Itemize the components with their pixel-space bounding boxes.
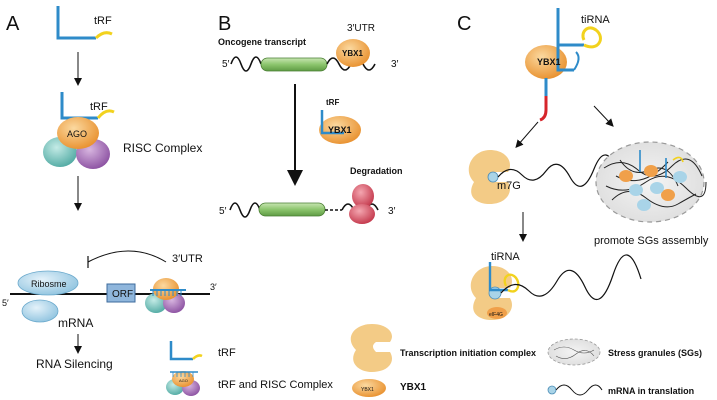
degradation-complex-bottom (349, 204, 375, 224)
legend-sg-icon (547, 338, 601, 366)
panel-a-letter: A (6, 13, 20, 35)
ribosome-label: Ribosme (31, 279, 67, 289)
legend: tRF AGO tRF and RISC Complex Transcripti… (166, 324, 702, 397)
three-prime-b-top: 3′ (391, 59, 399, 70)
wave-5-bot (229, 202, 261, 218)
legend-mrna-label: mRNA in translation (608, 386, 694, 396)
ybx1-trf-icon (319, 116, 361, 144)
promote-sgs-label: promote SGs assembly (594, 235, 709, 247)
legend-sg-label: Stress granules (SGs) (608, 348, 702, 358)
ribosome-icon (17, 270, 79, 323)
m7g-label: m7G (497, 180, 521, 192)
mrna-c-bot (500, 254, 642, 300)
legend-tic-label: Transcription initiation complex (400, 348, 536, 358)
arrow-c1 (515, 121, 539, 149)
five-prime-b-bot: 5′ (219, 206, 227, 217)
degradation-complex-top (352, 184, 374, 208)
panel-a: A tRF tRF AGO RISC Complex 3′UTR 5′ 3′ (2, 6, 217, 371)
degradation-label: Degradation (350, 166, 403, 176)
five-prime-b-top: 5′ (222, 59, 230, 70)
ago-icon (57, 117, 99, 149)
risc-on-mrna-icon (145, 278, 186, 313)
trf-label-mid: tRF (90, 101, 108, 113)
ybx1-label-c: YBX1 (537, 57, 561, 67)
three-prime-b-bot: 3′ (388, 206, 396, 217)
legend-trf-risc-label: tRF and RISC Complex (218, 379, 333, 391)
legend-trf-label: tRF (218, 347, 236, 359)
legend-ybx1-icon (352, 379, 386, 397)
utr-label-b: 3′UTR (347, 23, 375, 34)
ybx1-label-trf: YBX1 (328, 125, 352, 135)
utr-label-a: 3′UTR (172, 253, 203, 265)
oncogene-label: Oncogene transcript (218, 37, 306, 47)
tirna-label-top: tiRNA (581, 14, 610, 26)
legend-ago-mini: AGO (179, 378, 188, 383)
three-prime-a: 3′ (210, 282, 217, 292)
trf-icon-b (320, 110, 344, 135)
ybx1-label-top: YBX1 (342, 49, 363, 58)
panel-b: B Oncogene transcript 3′UTR 5′ 3′ YBX1 t… (218, 13, 403, 224)
arrow-c2 (593, 105, 614, 127)
transcript-cds-bot (258, 202, 326, 217)
legend-ybx1-icon-label: YBX1 (361, 387, 374, 393)
legend-ybx1-label: YBX1 (400, 382, 427, 393)
trf-label-top: tRF (94, 15, 112, 27)
rna-silencing-label: RNA Silencing (36, 357, 113, 371)
risc-complex-icon (43, 92, 115, 169)
orf-box (106, 283, 136, 303)
panel-c: C tiRNA YBX1 m7G (457, 8, 709, 320)
five-prime-a: 5′ (2, 298, 9, 308)
translation-complex-icon (470, 262, 520, 320)
tirna-label-bot: tiRNA (491, 251, 520, 263)
trf-label-b: tRF (326, 98, 339, 107)
orf-label: ORF (112, 289, 133, 300)
risc-complex-label: RISC Complex (123, 141, 202, 155)
panel-b-letter: B (218, 13, 231, 35)
legend-tic-icon (350, 324, 392, 372)
tirna-ybx1-icon (525, 8, 602, 122)
legend-risc-icon (166, 371, 200, 396)
wave-5-top (230, 56, 262, 72)
ybx1-icon (336, 39, 370, 67)
transcript-cds-top (260, 57, 328, 72)
legend-trf-icon (169, 341, 203, 361)
stress-granule-icon (595, 141, 707, 223)
trf-icon (56, 6, 113, 40)
panel-c-letter: C (457, 13, 471, 35)
eif-label: eIF4G (489, 312, 503, 318)
legend-mrna-translation-icon (547, 384, 603, 396)
ago-label: AGO (67, 129, 87, 139)
inhibition-arc (87, 250, 167, 263)
mrna-label: mRNA (58, 316, 93, 330)
